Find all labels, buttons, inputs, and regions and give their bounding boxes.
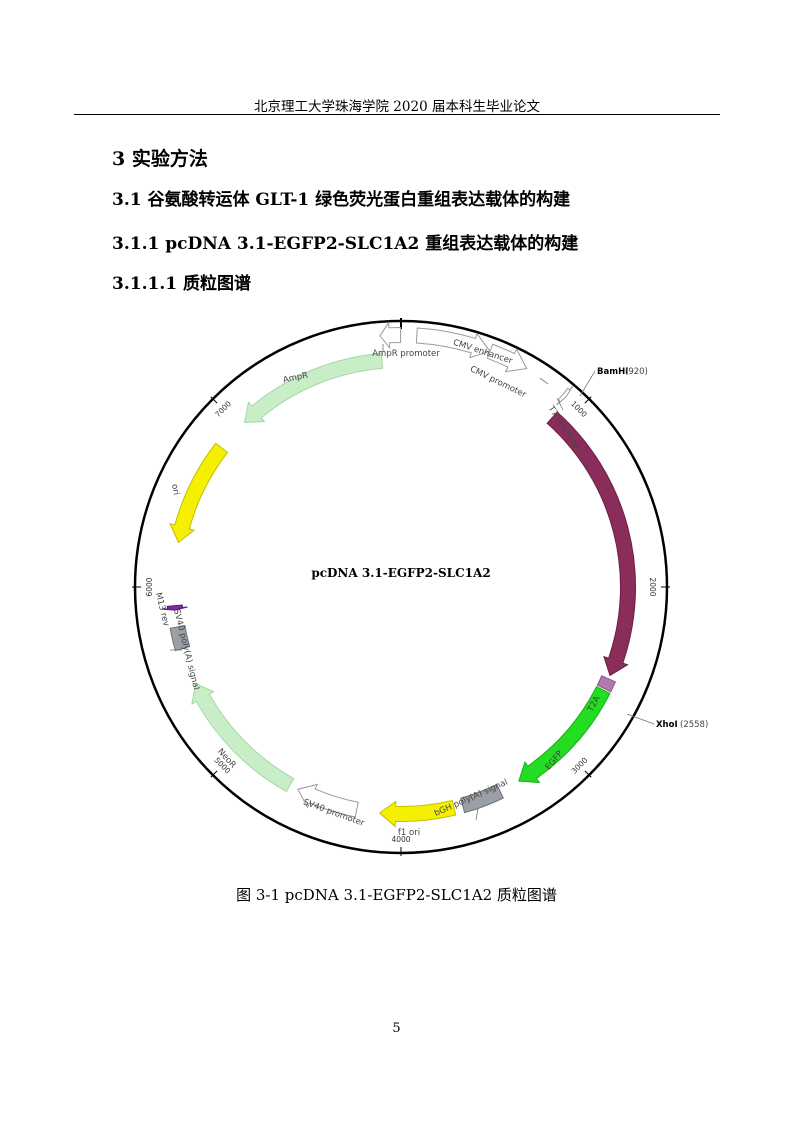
feature-sv40-promoter [297,783,359,818]
feature-sv40-poly-a-signal [169,625,191,652]
tick-label-6000: 6000 [145,577,154,596]
tick-5000 [210,770,218,778]
tick-3000 [584,770,592,778]
site-position-xhoi: (2558) [680,720,708,730]
feature-f1-ori [378,799,457,828]
tick-7000 [210,396,218,404]
feature-ampr [243,352,384,424]
feature-t2a [596,675,617,693]
page-header: 北京理工大学珠海学院 2020 届本科生毕业论文 [254,99,540,115]
label-rat-glt-1: rat GLT-1 [633,523,651,562]
feature-rat-glt-1 [546,411,636,677]
feature-t7-promoter [556,385,574,406]
feature-cmv-promoter [486,343,528,373]
feature-cmv-enhancer [415,327,491,359]
feature-m13-rev [162,604,188,611]
heading-section: 3.1 谷氨酸转运体 GLT-1 绿色荧光蛋白重组表达载体的构建 [112,190,571,210]
feature-ampr-promoter [379,321,402,350]
t7-promoter-leader [556,397,564,411]
page-number: 5 [392,1021,401,1036]
plasmid-name: pcDNA 3.1-EGFP2-SLC1A2 [311,566,490,580]
feature-neor [191,682,295,793]
cmv-promoter-leader [539,377,549,385]
tick-1000 [584,396,592,404]
label-f1-ori: f1 ori [398,828,420,838]
tick-label-2000: 2000 [648,577,657,596]
header-rule [74,114,720,115]
sites-layer: BamHI(920) XhoI(2558) [579,367,708,730]
site-leader-xhoi [626,713,655,725]
figure-caption: 图 3-1 pcDNA 3.1-EGFP2-SLC1A2 质粒图谱 [236,886,557,904]
site-leader-bamhi [579,370,596,397]
label-ampr-promoter: AmpR promoter [372,349,440,359]
heading-chapter: 3 实验方法 [112,148,208,170]
bgh-leader [475,807,479,821]
site-position-bamhi: (920) [625,367,648,377]
heading-subsection: 3.1.1 pcDNA 3.1-EGFP2-SLC1A2 重组表达载体的构建 [112,234,579,254]
label-ori: ori [169,483,181,496]
site-label-bamhi: BamHI [597,367,628,377]
tick-label-4000: 4000 [391,835,410,844]
site-label-xhoi: XhoI [656,720,678,730]
feature-bgh-poly-a-signal [459,783,505,814]
heading-subsubsection: 3.1.1.1 质粒图谱 [112,274,251,294]
feature-egfp [518,685,611,784]
feature-ori [169,442,229,544]
